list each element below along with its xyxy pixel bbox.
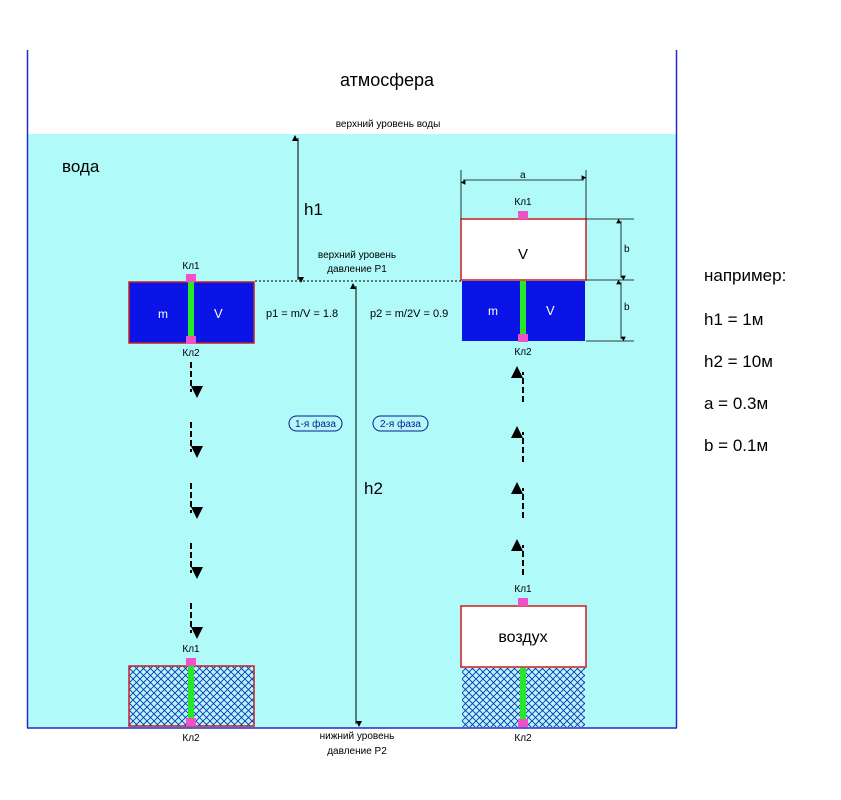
- left-top-valve1: [186, 274, 196, 282]
- right-bottom-valve1-label: Кл1: [514, 584, 532, 595]
- right-bottom-air-chamber: [460, 605, 587, 668]
- example-h2: h2 = 10м: [704, 352, 773, 371]
- left-top-mass-label: m: [158, 307, 168, 321]
- right-top-valve2-label: Кл2: [514, 347, 532, 358]
- right-top-valve1-label: Кл1: [514, 197, 532, 208]
- right-bottom-valve2-label: Кл2: [514, 733, 532, 744]
- lower-level-label-1: нижний уровень: [320, 731, 395, 742]
- right-bottom-valve2: [518, 719, 528, 727]
- left-bottom-valve2: [186, 718, 196, 726]
- right-top-volume-label: V: [546, 303, 555, 318]
- h1-label: h1: [304, 200, 323, 219]
- left-top-valve2-label: Кл2: [182, 348, 200, 359]
- density-formula-1: p1 = m/V = 1.8: [266, 308, 338, 320]
- left-bottom-valve1: [186, 658, 196, 666]
- a-label: a: [520, 170, 526, 181]
- left-bottom-valve1-label: Кл1: [182, 644, 200, 655]
- left-top-volume-label: V: [214, 306, 223, 321]
- left-top-rod: [188, 282, 194, 340]
- example-h1: h1 = 1м: [704, 310, 764, 329]
- density-formula-2: p2 = m/2V = 0.9: [370, 308, 448, 320]
- phase2-label: 2-я фаза: [380, 418, 421, 430]
- right-top-valve1: [518, 211, 528, 219]
- right-bottom-valve1: [518, 598, 528, 606]
- b-bottom-label: b: [624, 302, 630, 313]
- example-a: a = 0.3м: [704, 394, 769, 413]
- atmosphere-label: атмосфера: [340, 70, 435, 90]
- phase1-label: 1-я фаза: [295, 418, 336, 430]
- lower-level-label-2: давление P2: [327, 746, 387, 757]
- phase2-badge: [372, 415, 429, 432]
- right-top-mass-label: m: [488, 304, 498, 318]
- right-top-air-volume-label: V: [518, 246, 528, 263]
- example-b: b = 0.1м: [704, 436, 769, 455]
- left-top-valve1-label: Кл1: [182, 261, 200, 272]
- upper-level-label-1: верхний уровень: [318, 250, 396, 261]
- left-bottom-valve2-label: Кл2: [182, 733, 200, 744]
- air-label: воздух: [498, 629, 547, 646]
- water-label: вода: [62, 157, 100, 176]
- right-bottom-rod: [520, 668, 526, 726]
- right-top-rod: [520, 281, 526, 339]
- upper-level-label-2: давление P1: [327, 264, 387, 275]
- top-water-level-label: верхний уровень воды: [336, 119, 441, 130]
- example-title: например:: [704, 266, 787, 285]
- right-top-valve2: [518, 334, 528, 342]
- b-top-label: b: [624, 244, 630, 255]
- phase1-badge: [288, 415, 343, 432]
- h2-label: h2: [364, 479, 383, 498]
- left-bottom-rod: [188, 666, 194, 724]
- left-top-valve2: [186, 336, 196, 344]
